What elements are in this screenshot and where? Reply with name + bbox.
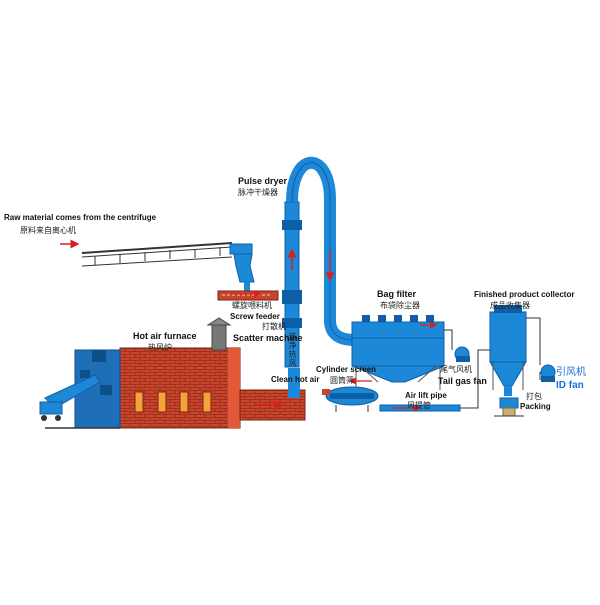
hot-air-furnace-label-zh: 热风炉 [148,343,172,352]
tail-gas-fan-label-zh: 尾气风机 [440,365,472,374]
packing-label-en: Packing [520,402,551,411]
clean-hot-air-label-en: Clean hot air [271,375,320,384]
bag-filter [351,315,445,390]
coal-stoker [39,349,121,429]
air-lift-pipe-label-en: Air lift pipe [405,391,447,400]
clean-hot-air-label-zh: 洁净热风 [288,332,297,368]
raw-material-label-en: Raw material comes from the centrifuge [4,213,157,222]
pulse-dryer-label-en: Pulse dryer [238,176,288,186]
belt-conveyor [60,239,233,267]
tail-gas-fan [444,329,470,362]
tail-gas-fan-label-en: Tail gas fan [438,376,487,386]
air-lift-pipe [379,349,490,412]
cylinder-screen-label-zh: 圆筒筛 [330,376,354,385]
finished-product-collector [489,305,541,396]
finished-collector-label-zh: 成品收集器 [490,301,530,310]
hot-air-furnace-label-en: Hot air furnace [133,331,197,341]
bag-filter-label-zh: 布袋除尘器 [380,301,420,310]
screw-feeder-label-zh: 螺旋喂料机 [232,301,272,310]
pulse-dryer-label-zh: 脉冲干燥器 [238,188,278,197]
feed-hopper [229,243,255,292]
bag-filter-label-en: Bag filter [377,289,417,299]
id-fan [539,364,556,382]
packing-station [494,397,524,417]
scatter-machine-label-zh: 打散机 [262,322,286,331]
cylinder-screen-label-en: Cylinder screen [316,365,377,374]
id-fan-label-en: ID fan [556,380,584,391]
screw-feeder [217,290,279,301]
screw-feeder-label-en: Screw feeder [230,312,280,321]
packing-label-zh: 打包 [526,392,542,401]
finished-collector-label-en: Finished product collector [474,290,575,299]
raw-material-label-zh: 原料来自离心机 [20,226,76,235]
hot-air-furnace [119,317,306,429]
air-lift-pipe-label-zh: 风提管 [407,401,431,410]
cylinder-screen [322,377,379,412]
pulse-dryer [282,156,356,368]
scatter-machine-label-en: Scatter machine [233,333,303,343]
id-fan-label-zh: 引风机 [556,367,586,378]
